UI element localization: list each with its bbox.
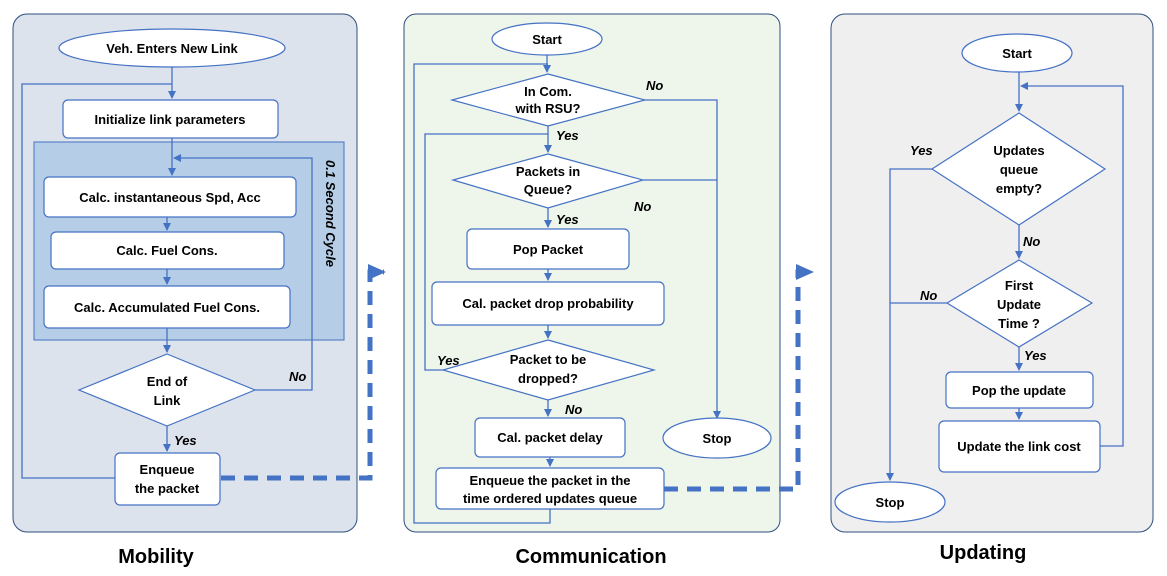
start-node-label: Start bbox=[532, 32, 562, 47]
updating-flowchart: Start Updates queue empty? First Update … bbox=[834, 33, 1124, 523]
yes-label: Yes bbox=[437, 353, 460, 368]
loop-connector bbox=[21, 83, 172, 479]
in-com-label: with RSU? bbox=[515, 101, 581, 116]
cycle-label: 0.1 Second Cycle bbox=[323, 160, 338, 267]
yes-label: Yes bbox=[910, 143, 933, 158]
enqueue-ordered-label: Enqueue the packet in the bbox=[469, 473, 630, 488]
in-com-label: In Com. bbox=[524, 84, 572, 99]
queue-empty-label: Updates bbox=[993, 143, 1044, 158]
yes-loop-connector bbox=[424, 133, 548, 371]
first-update-label: Update bbox=[997, 297, 1041, 312]
packet-dropped-label: dropped? bbox=[518, 371, 578, 386]
loop-connector bbox=[1020, 82, 1124, 447]
no-label: No bbox=[646, 78, 663, 93]
end-of-link-label: End of bbox=[147, 374, 188, 389]
communication-title: Communication bbox=[515, 546, 666, 568]
pop-packet-label: Pop Packet bbox=[513, 242, 584, 257]
mobility-flowchart: 0.1 Second Cycle Veh. Enters New Link In… bbox=[21, 28, 345, 506]
pop-update-label: Pop the update bbox=[972, 383, 1066, 398]
no-label: No bbox=[920, 288, 937, 303]
packets-in-queue-label: Packets in bbox=[516, 164, 580, 179]
no-connector bbox=[645, 99, 721, 419]
queue-empty-label: queue bbox=[1000, 162, 1038, 177]
no-label: No bbox=[1023, 234, 1040, 249]
enqueue-ordered-label: time ordered updates queue bbox=[463, 491, 637, 506]
first-update-label: First bbox=[1005, 278, 1034, 293]
calc-fuel-label: Calc. Fuel Cons. bbox=[116, 243, 217, 258]
communication-panel bbox=[403, 13, 781, 533]
enqueue-label: the packet bbox=[135, 481, 200, 496]
no-label: No bbox=[634, 199, 651, 214]
updating-title: Updating bbox=[940, 542, 1027, 564]
yes-connector bbox=[886, 168, 932, 481]
start-node bbox=[961, 33, 1073, 73]
calc-acc-fuel-label: Calc. Accumulated Fuel Cons. bbox=[74, 300, 260, 315]
yes-label: Yes bbox=[556, 128, 579, 143]
init-params-box bbox=[62, 99, 279, 139]
enqueue-box bbox=[114, 452, 221, 506]
first-update-label: Time ? bbox=[998, 316, 1040, 331]
update-link-cost-label: Update the link cost bbox=[957, 439, 1081, 454]
stop-node bbox=[834, 481, 946, 523]
no-label: No bbox=[565, 402, 582, 417]
packet-delay-label: Cal. packet delay bbox=[497, 430, 603, 445]
mobility-to-communication-arrow bbox=[221, 264, 386, 481]
drop-probability-label: Cal. packet drop probability bbox=[462, 296, 634, 311]
communication-to-updating-arrow bbox=[664, 264, 814, 492]
calc-speed-label: Calc. instantaneous Spd, Acc bbox=[79, 190, 261, 205]
no-label: No bbox=[289, 369, 306, 384]
yes-label: Yes bbox=[174, 433, 197, 448]
calc-speed-box bbox=[43, 176, 297, 218]
communication-flowchart: Start In Com. with RSU? Packets in Queue… bbox=[413, 22, 772, 524]
start-node-label: Start bbox=[1002, 46, 1032, 61]
start-node-label: Veh. Enters New Link bbox=[106, 41, 238, 56]
end-of-link-label: Link bbox=[154, 393, 181, 408]
stop-node-label: Stop bbox=[703, 431, 732, 446]
yes-label: Yes bbox=[556, 212, 579, 227]
init-params-label: Initialize link parameters bbox=[94, 112, 245, 127]
mobility-title: Mobility bbox=[118, 546, 194, 568]
yes-label: Yes bbox=[1024, 348, 1047, 363]
packets-in-queue-label: Queue? bbox=[524, 182, 572, 197]
packet-dropped-label: Packet to be bbox=[510, 352, 587, 367]
stop-node-label: Stop bbox=[876, 495, 905, 510]
enqueue-label: Enqueue bbox=[140, 462, 195, 477]
cycle-loop-connector bbox=[173, 154, 313, 391]
queue-empty-label: empty? bbox=[996, 181, 1042, 196]
outer-loop-connector bbox=[413, 63, 551, 524]
